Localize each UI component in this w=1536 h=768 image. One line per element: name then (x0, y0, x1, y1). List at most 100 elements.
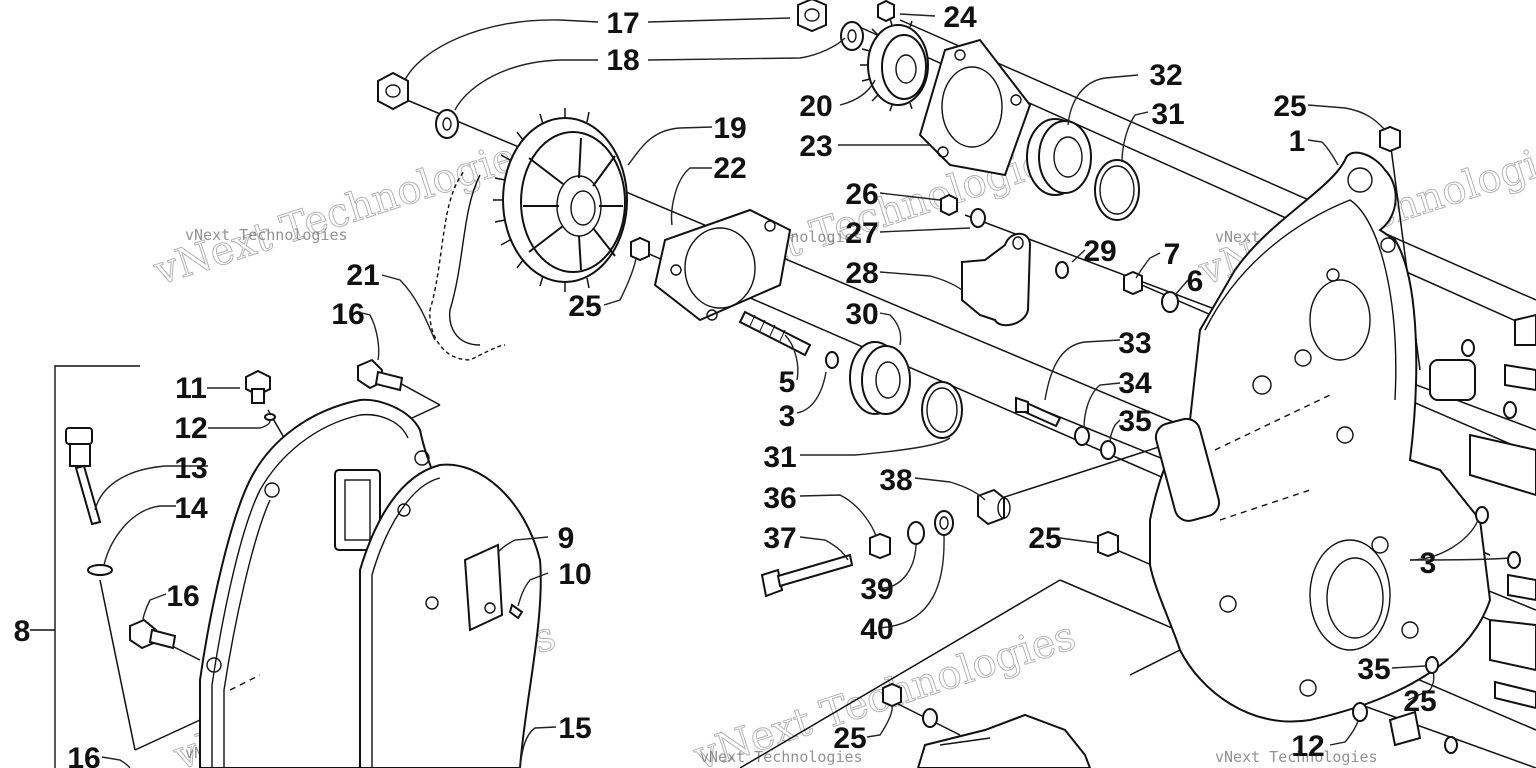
callout-3-right: 3 (1420, 547, 1437, 580)
nut-25-gear (630, 236, 650, 262)
gear-case-1 (1149, 151, 1492, 723)
callout-25-case: 25 (1028, 522, 1061, 555)
ring-3 (825, 351, 839, 369)
washer-18-right (840, 21, 864, 51)
right-edge-fasteners (1352, 313, 1536, 754)
callout-6: 6 (1187, 265, 1204, 298)
watermark-text-small: vNext Technologies (185, 226, 348, 244)
nut-25-case (1097, 530, 1119, 558)
nut-26 (940, 193, 958, 217)
callout-32: 32 (1149, 59, 1182, 92)
group-bracket-8 (54, 365, 140, 768)
dipstick-13 (65, 427, 102, 526)
callout-3-mid: 3 (779, 400, 796, 433)
washer-29 (1055, 261, 1069, 279)
callout-1: 1 (1289, 125, 1306, 158)
callout-30: 30 (845, 298, 878, 331)
callout-8: 8 (14, 615, 31, 648)
washer-27 (970, 208, 986, 228)
bolt-16-mid (129, 618, 177, 650)
callout-31-top: 31 (1151, 98, 1184, 131)
o-ring-14 (87, 564, 113, 576)
callout-19: 19 (713, 112, 746, 145)
callout-10: 10 (558, 558, 591, 591)
bearing-32 (1026, 118, 1092, 196)
bolt-37 (760, 553, 854, 598)
callout-25-right: 25 (1403, 685, 1436, 718)
washer-bottom (922, 708, 938, 728)
nut-25-top (1379, 125, 1401, 153)
callout-39: 39 (860, 573, 893, 606)
sprocket-20 (860, 18, 929, 112)
nut-24 (877, 0, 895, 23)
callout-24: 24 (943, 1, 977, 34)
leader-lines (94, 13, 1509, 768)
washer-6 (1161, 291, 1179, 313)
nut-25-bottom (882, 682, 902, 708)
callout-40: 40 (860, 613, 893, 646)
callout-35-mid: 35 (1118, 405, 1151, 438)
nut-7 (1123, 270, 1143, 296)
washer-40 (934, 510, 954, 536)
callout-21: 21 (346, 259, 379, 292)
plug-38 (977, 488, 1011, 526)
callout-13: 13 (174, 452, 207, 485)
watermark-text-small: vNext Technologies (700, 748, 863, 766)
callout-25-gear: 25 (568, 290, 601, 323)
callout-15: 15 (558, 712, 591, 745)
screw-10 (508, 603, 524, 620)
bolt-16-top (357, 358, 404, 392)
watermark-text: vNext Technologies (148, 128, 541, 295)
callout-38: 38 (879, 464, 912, 497)
callout-12-left: 12 (174, 412, 207, 445)
callout-31-lower: 31 (763, 441, 796, 474)
nut-36 (869, 532, 891, 560)
callout-27: 27 (845, 217, 878, 250)
callout-18: 18 (606, 44, 639, 77)
snap-ring-31-lower (921, 381, 963, 439)
bearing-plate-23 (918, 38, 1032, 177)
callout-20: 20 (799, 90, 832, 123)
parts-layer (30, 0, 1536, 768)
callout-36: 36 (763, 482, 796, 515)
callout-11: 11 (175, 372, 207, 405)
callout-16-bottom: 16 (67, 742, 100, 768)
o-ring-12 (264, 413, 276, 421)
chain-21 (428, 169, 506, 362)
callout-25-bottom: 25 (833, 722, 866, 755)
callout-17: 17 (606, 7, 639, 40)
callout-12-bottom: 12 (1291, 730, 1324, 763)
callout-23: 23 (799, 130, 832, 163)
callout-29: 29 (1083, 235, 1116, 268)
hex-nut-17-right (797, 0, 827, 33)
callout-16-top: 16 (331, 298, 364, 331)
snap-ring-31-top (1094, 159, 1140, 221)
bottom-housing (916, 713, 1092, 768)
bearing-30 (849, 341, 911, 415)
washer-18-left (435, 109, 459, 139)
callout-34: 34 (1118, 367, 1152, 400)
washer-35 (1100, 440, 1116, 460)
callout-9: 9 (558, 522, 575, 555)
plug-11 (245, 369, 271, 404)
callout-33: 33 (1118, 327, 1151, 360)
callout-7: 7 (1164, 238, 1181, 271)
callout-22: 22 (713, 152, 746, 185)
callout-14: 14 (174, 492, 208, 525)
callout-35-right: 35 (1357, 653, 1390, 686)
watermark-text-small: vNext Technologies (1215, 748, 1378, 766)
washer-39 (907, 521, 925, 545)
cover-15 (359, 463, 542, 768)
stud-5 (738, 310, 812, 357)
callout-28: 28 (845, 257, 878, 290)
washer-34 (1074, 426, 1090, 446)
plate-9 (463, 543, 504, 632)
callout-26: 26 (845, 178, 878, 211)
callout-5: 5 (779, 366, 796, 399)
callout-16-mid: 16 (166, 580, 199, 613)
callout-37: 37 (763, 522, 796, 555)
plate-22 (653, 208, 792, 322)
callout-labels: 17 18 24 20 32 23 31 25 1 19 22 26 27 29… (14, 1, 1437, 768)
bracket-28 (961, 232, 1032, 327)
